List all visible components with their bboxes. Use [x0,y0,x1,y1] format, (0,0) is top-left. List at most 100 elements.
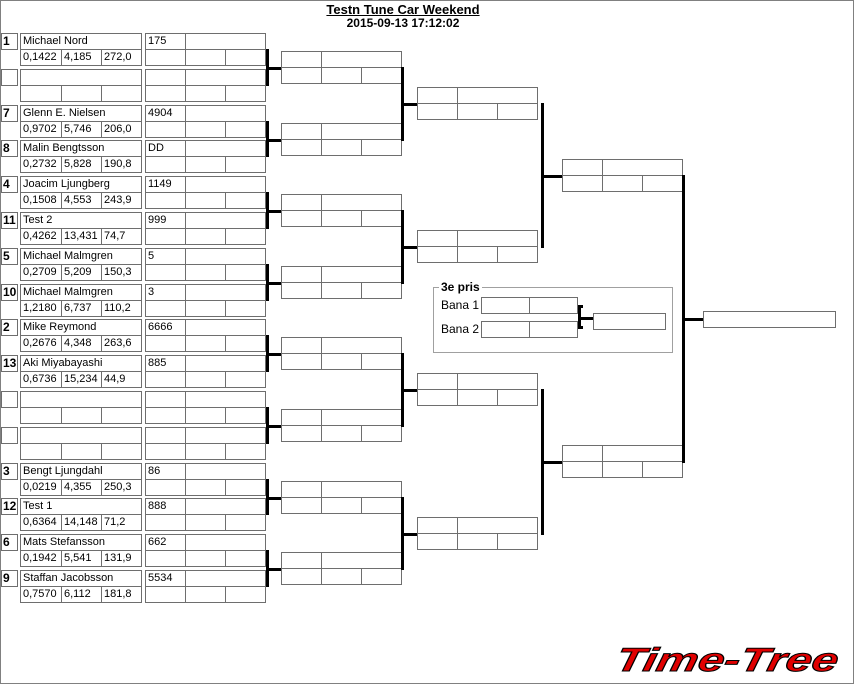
round2-match-cell[interactable] [321,497,362,514]
result-cell[interactable] [185,49,226,66]
result-cell[interactable] [185,248,266,265]
result-cell[interactable] [145,264,186,281]
result-cell[interactable] [225,550,266,567]
dial-in[interactable]: 999 [145,212,186,229]
dial-in[interactable]: DD [145,140,186,157]
round2-match-cell[interactable] [361,497,402,514]
driver-name[interactable]: Mats Stefansson [20,534,142,551]
result-cell[interactable] [225,300,266,317]
round2-match-cell[interactable] [321,210,362,227]
semifinal-match-cell[interactable] [642,461,683,478]
round2-match-cell[interactable] [281,123,322,140]
semifinal-match-cell[interactable] [562,175,603,192]
round2-match-cell[interactable] [281,481,322,498]
result-cell[interactable] [185,228,226,245]
result-cell[interactable] [185,121,226,138]
result-cell[interactable] [145,443,186,460]
quarterfinal-match-cell[interactable] [417,389,458,406]
quarterfinal-match-cell[interactable] [457,533,498,550]
result-cell[interactable] [185,479,226,496]
result-cell[interactable] [225,192,266,209]
result-cell[interactable] [225,156,266,173]
result-cell[interactable] [185,371,226,388]
result-cell[interactable] [145,550,186,567]
result-cell[interactable] [185,443,226,460]
driver-name[interactable] [20,427,142,444]
final-winner-box[interactable] [703,311,836,328]
round2-match-cell[interactable] [361,67,402,84]
result-cell[interactable] [185,156,226,173]
semifinal-match-cell[interactable] [562,461,603,478]
dial-in[interactable]: 885 [145,355,186,372]
dial-in[interactable]: 6666 [145,319,186,336]
result-cell[interactable] [225,586,266,603]
driver-name[interactable]: Test 1 [20,498,142,515]
result-cell[interactable] [225,479,266,496]
result-cell[interactable] [185,33,266,50]
quarterfinal-match-cell[interactable] [417,103,458,120]
dial-in[interactable]: 888 [145,498,186,515]
dial-in[interactable] [145,391,186,408]
result-cell[interactable] [225,443,266,460]
round2-match-cell[interactable] [321,481,402,498]
result-cell[interactable] [185,463,266,480]
round2-match-cell[interactable] [361,139,402,156]
result-cell[interactable] [225,85,266,102]
round2-match-cell[interactable] [281,282,322,299]
result-cell[interactable] [145,192,186,209]
semifinal-match-cell[interactable] [562,445,603,462]
round2-match-cell[interactable] [281,337,322,354]
driver-name[interactable] [20,391,142,408]
driver-name[interactable]: Glenn E. Nielsen [20,105,142,122]
result-cell[interactable] [185,586,226,603]
driver-name[interactable]: Michael Nord [20,33,142,50]
driver-name[interactable]: Michael Malmgren [20,248,142,265]
result-cell[interactable] [185,140,266,157]
round2-match-cell[interactable] [281,210,322,227]
result-cell[interactable] [185,85,226,102]
result-cell[interactable] [185,391,266,408]
round2-match-cell[interactable] [321,337,402,354]
result-cell[interactable] [225,371,266,388]
quarterfinal-match-cell[interactable] [417,517,458,534]
result-cell[interactable] [185,570,266,587]
round2-match-cell[interactable] [361,568,402,585]
driver-name[interactable]: Test 2 [20,212,142,229]
round2-match-cell[interactable] [361,353,402,370]
round2-match-cell[interactable] [281,353,322,370]
result-cell[interactable] [185,69,266,86]
result-cell[interactable] [225,121,266,138]
result-cell[interactable] [225,407,266,424]
round2-match-cell[interactable] [361,210,402,227]
result-cell[interactable] [185,176,266,193]
result-cell[interactable] [225,335,266,352]
result-cell[interactable] [145,407,186,424]
result-cell[interactable] [145,479,186,496]
quarterfinal-match-cell[interactable] [497,533,538,550]
round2-match-cell[interactable] [321,425,362,442]
result-cell[interactable] [185,105,266,122]
quarterfinal-match-cell[interactable] [417,87,458,104]
result-cell[interactable] [185,498,266,515]
round2-match-cell[interactable] [281,67,322,84]
result-cell[interactable] [145,514,186,531]
third-place-lane2[interactable] [529,321,578,338]
result-cell[interactable] [185,335,226,352]
round2-match-cell[interactable] [321,568,362,585]
round2-match-cell[interactable] [321,123,402,140]
dial-in[interactable] [145,427,186,444]
result-cell[interactable] [185,284,266,301]
quarterfinal-match-cell[interactable] [457,246,498,263]
quarterfinal-match-cell[interactable] [497,103,538,120]
quarterfinal-match-cell[interactable] [417,246,458,263]
round2-match-cell[interactable] [281,266,322,283]
dial-in[interactable]: 5 [145,248,186,265]
round2-match-cell[interactable] [321,409,402,426]
driver-name[interactable] [20,69,142,86]
driver-name[interactable]: Aki Miyabayashi [20,355,142,372]
round2-match-cell[interactable] [321,67,362,84]
round2-match-cell[interactable] [361,425,402,442]
driver-name[interactable]: Michael Malmgren [20,284,142,301]
result-cell[interactable] [185,514,226,531]
result-cell[interactable] [185,355,266,372]
